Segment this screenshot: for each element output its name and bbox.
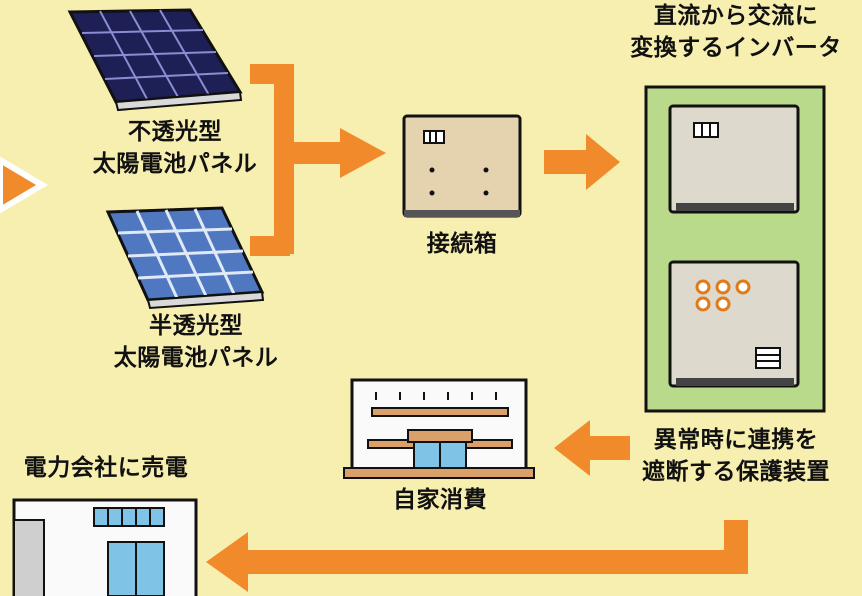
house-icon [343,378,535,479]
power-company-building-icon [12,498,198,596]
translucent-solar-panel-icon [105,206,265,310]
protection-device-icon [668,260,800,388]
opaque-panel-label-line1: 不透光型 [128,119,222,145]
inverter-device-icon [668,104,800,214]
protection-label-line2: 遮断する保護装置 [642,459,830,485]
to-self-consumption-arrow [554,420,630,476]
junction-box-icon [402,114,522,218]
to-power-company-arrow [206,520,748,592]
translucent-panel-label: 半透光型 太陽電池パネル [96,310,296,374]
panel-to-junction-arrow [250,64,386,256]
opaque-panel-label-line2: 太陽電池パネル [92,151,258,177]
translucent-panel-label-line2: 太陽電池パネル [113,345,279,371]
sell-power-label: 電力会社に売電 [23,455,189,481]
protection-label-line1: 異常時に連携を [653,427,819,453]
incoming-arrow-edge [0,156,48,214]
junction-to-inverter-arrow [544,134,620,190]
opaque-panel-label: 不透光型 太陽電池パネル [80,116,270,180]
opaque-solar-panel-icon [67,8,243,112]
inverter-label-line1: 直流から交流に [653,3,819,29]
protection-label: 異常時に連携を 遮断する保護装置 [616,424,856,488]
self-consumption-label: 自家消費 [393,487,487,513]
translucent-panel-label-line1: 半透光型 [149,313,243,339]
inverter-label: 直流から交流に 変換するインバータ [616,0,856,64]
inverter-label-line2: 変換するインバータ [630,35,842,61]
junction-box-label: 接続箱 [426,231,498,257]
